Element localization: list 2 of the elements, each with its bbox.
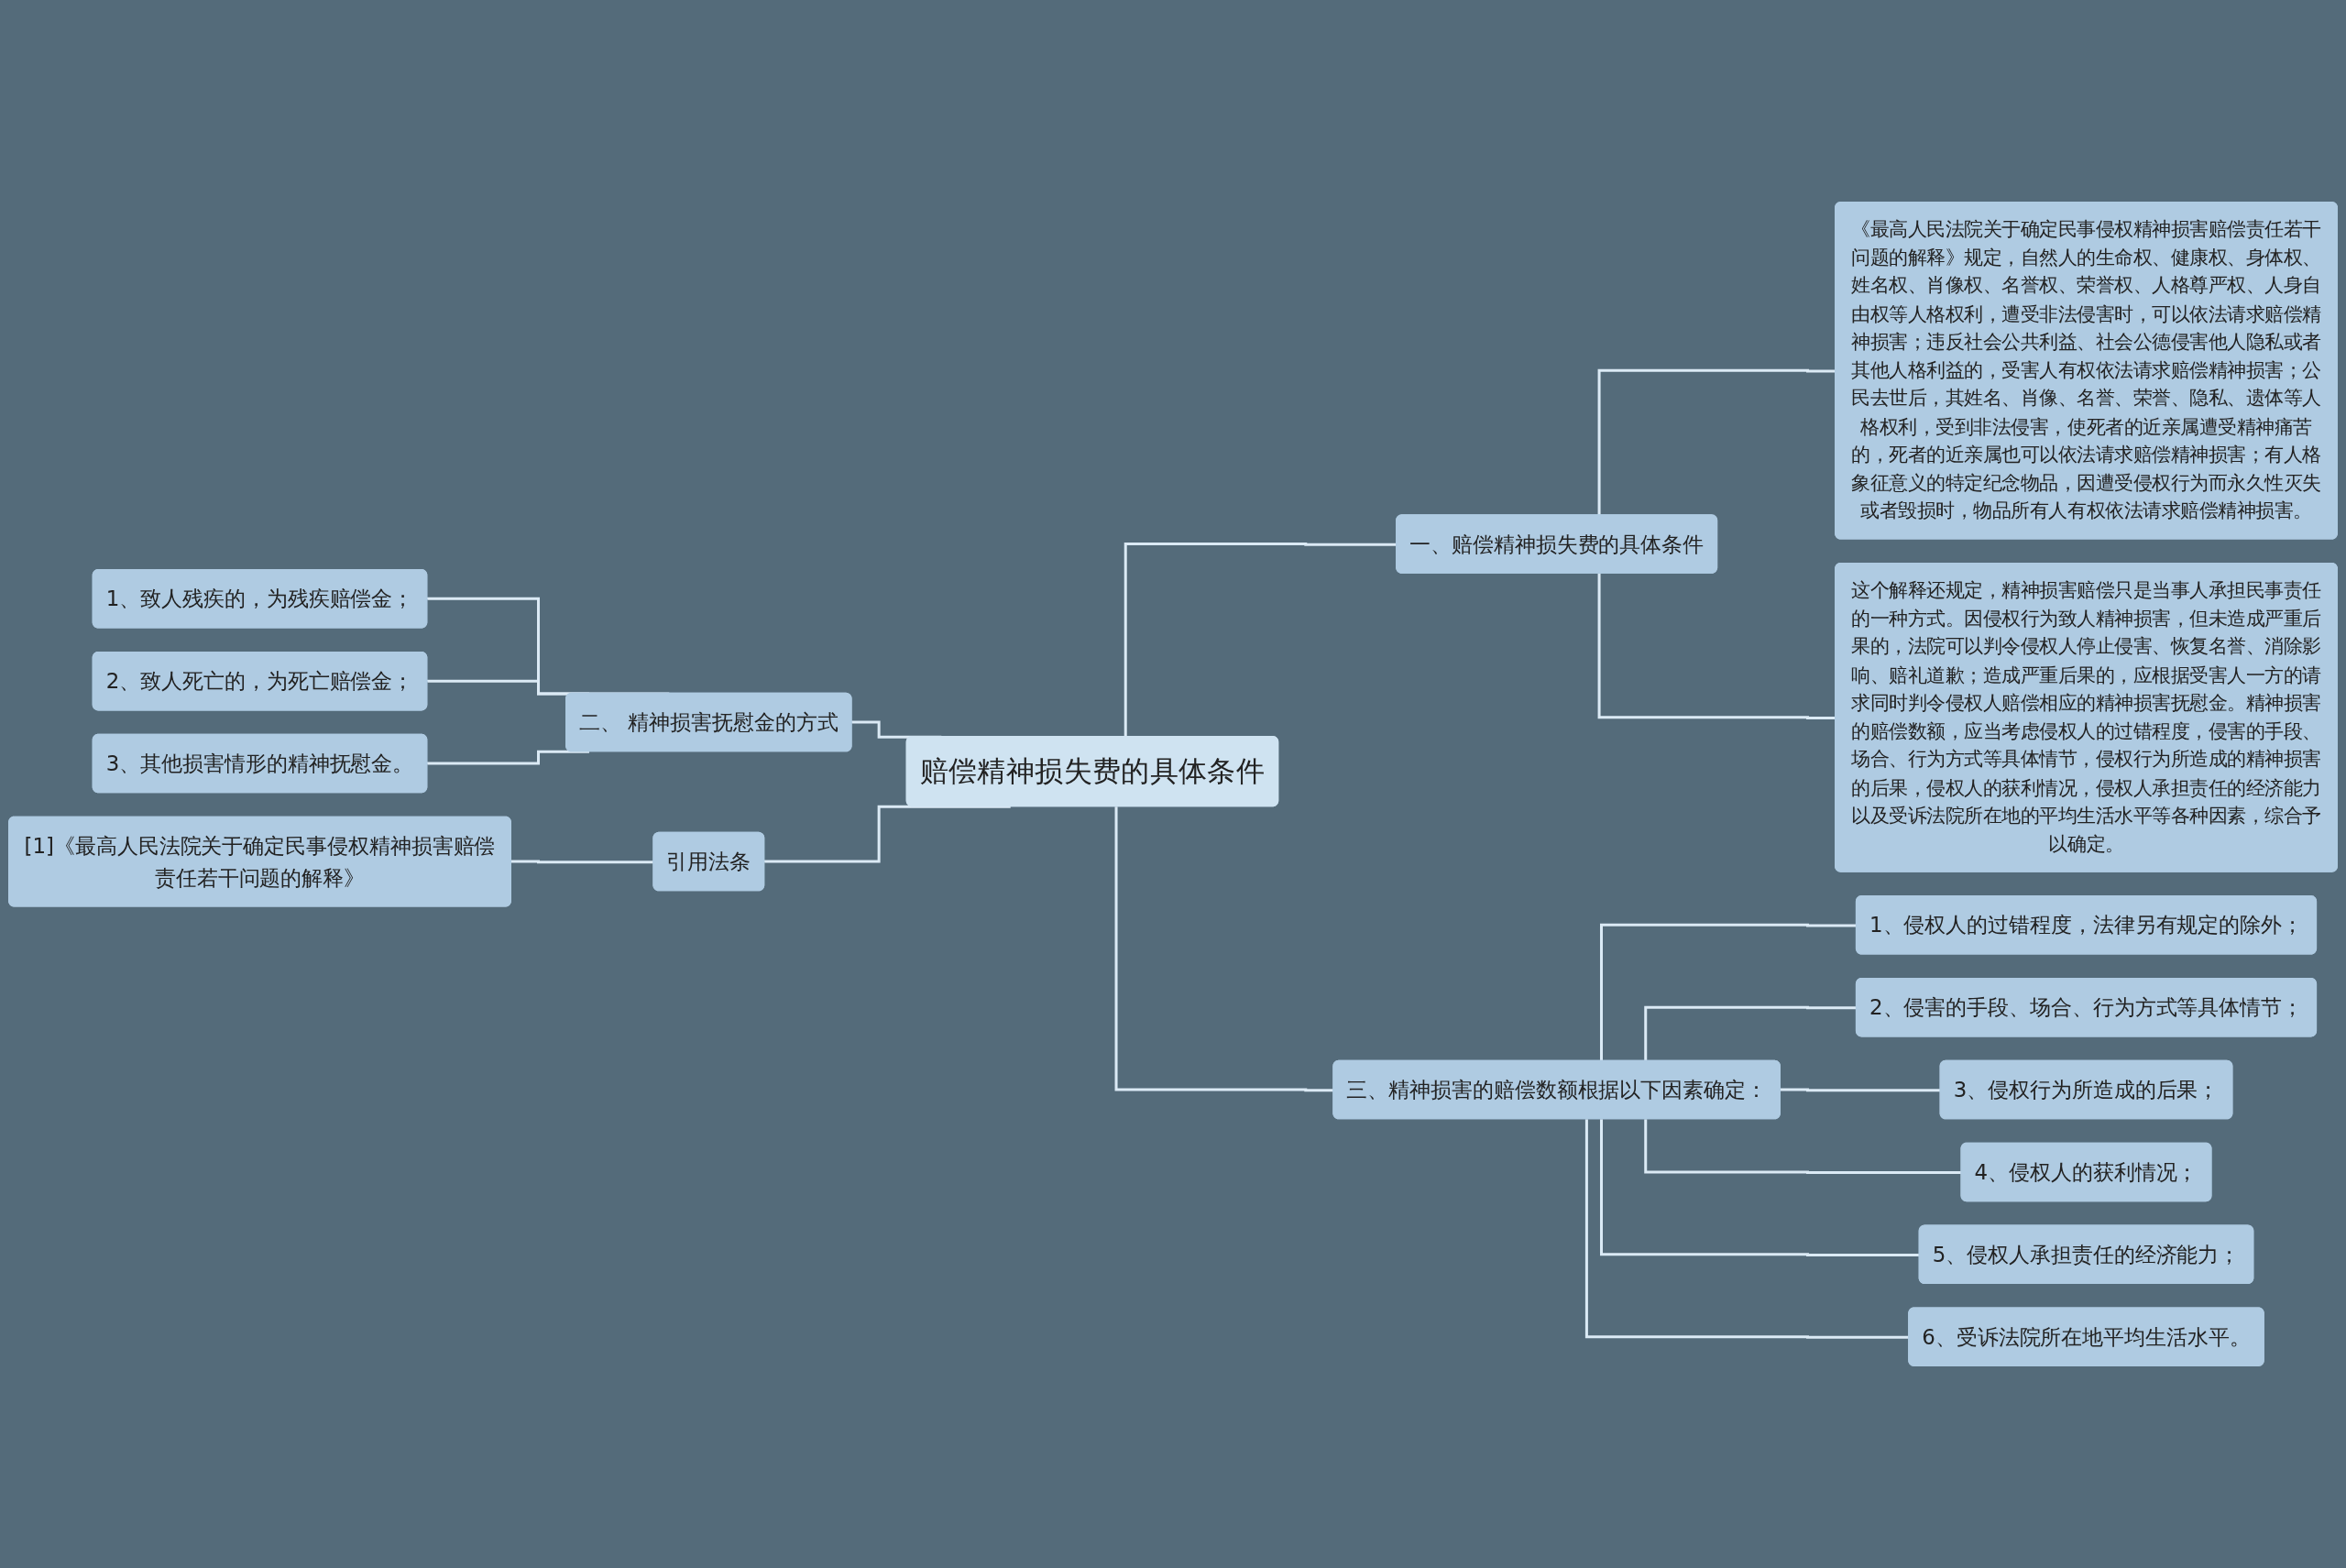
connector	[1600, 1119, 1920, 1256]
connector	[1644, 1119, 1962, 1175]
